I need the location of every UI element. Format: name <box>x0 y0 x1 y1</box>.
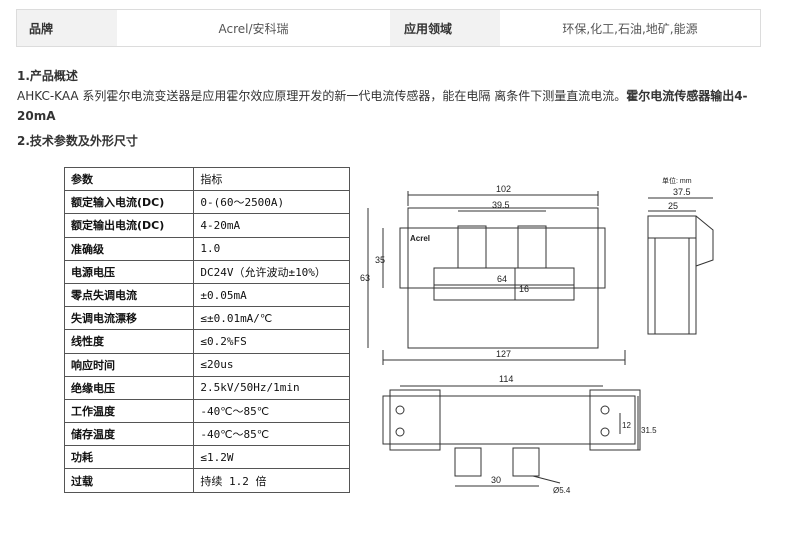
spec-value: ±0.05mA <box>193 282 350 308</box>
brand-value: Acrel/安科瑞 <box>117 10 390 46</box>
spec-param: 响应时间 <box>63 352 195 377</box>
product-meta-table: 品牌 Acrel/安科瑞 应用领域 环保,化工,石油,地矿,能源 <box>16 9 761 47</box>
spec-param: 准确级 <box>63 236 195 261</box>
spec-param: 工作温度 <box>63 398 195 424</box>
spec-value: 0-(60～2500A) <box>193 190 350 215</box>
dim-127: 127 <box>496 349 511 359</box>
spec-value: -40℃～85℃ <box>193 398 350 424</box>
spec-param: 电源电压 <box>63 259 195 284</box>
front-view <box>367 191 626 365</box>
spec-param: 额定输出电流(DC) <box>63 213 195 238</box>
dim-16: 16 <box>519 284 529 294</box>
dim-63: 63 <box>360 273 370 283</box>
spec-value: DC24V（允许波动±10%） <box>193 259 350 284</box>
spec-row: 零点失调电流±0.05mA <box>63 282 350 308</box>
dim-diameter-5-4: Ø5.4 <box>553 486 571 495</box>
brand-label: 品牌 <box>17 10 117 46</box>
overview-paragraph: AHKC-KAA 系列霍尔电流变送器是应用霍尔效应原理开发的新一代电流传感器，能… <box>17 86 767 126</box>
spec-param: 功耗 <box>63 445 195 470</box>
dim-30: 30 <box>491 475 501 485</box>
spec-row: 失调电流漂移≤±0.01mA/℃ <box>63 306 350 331</box>
dim-12: 12 <box>622 421 631 430</box>
spec-value: ≤20us <box>193 352 350 377</box>
spec-row: 额定输入电流(DC)0-(60～2500A) <box>63 190 350 215</box>
spec-value: -40℃～85℃ <box>193 422 350 447</box>
dim-31-5: 31.5 <box>641 426 657 435</box>
overview-text: AHKC-KAA 系列霍尔电流变送器是应用霍尔效应原理开发的新一代电流传感器，能… <box>17 89 627 103</box>
application-field-value: 环保,化工,石油,地矿,能源 <box>500 10 760 46</box>
spec-table: 参数指标额定输入电流(DC)0-(60～2500A)额定输出电流(DC)4-20… <box>63 166 350 493</box>
drawing-brand-mark: Acrel <box>410 234 430 243</box>
application-field-label: 应用领域 <box>390 10 500 46</box>
spec-value: 1.0 <box>193 236 350 261</box>
spec-row: 线性度≤0.2%FS <box>63 329 350 354</box>
spec-param: 绝缘电压 <box>63 375 195 400</box>
dim-35: 35 <box>375 255 385 265</box>
aperture-outline <box>433 267 575 301</box>
terminal-left <box>457 225 487 269</box>
overview-text-bold: 霍尔电流传感器输出4-20mA <box>17 89 748 123</box>
overview-title: 1.产品概述 <box>17 69 78 83</box>
spec-row: 响应时间≤20us <box>63 352 350 377</box>
unit-label: 单位: mm <box>662 176 692 185</box>
spec-value: 4-20mA <box>193 213 350 238</box>
spec-param: 参数 <box>63 166 195 192</box>
spec-value: 指标 <box>193 166 350 192</box>
spec-row: 额定输出电流(DC)4-20mA <box>63 213 350 238</box>
spec-param: 零点失调电流 <box>63 282 195 308</box>
spec-value: 持续 1.2 倍 <box>193 468 350 493</box>
dim-114: 114 <box>499 374 513 384</box>
top-right-flange <box>589 389 641 451</box>
dim-102: 102 <box>496 184 511 194</box>
spec-row: 参数指标 <box>63 166 350 192</box>
dimension-drawing: Acrel 102 39.5 35 63 64 16 127 单位: mm 37… <box>360 176 714 495</box>
dim-64: 64 <box>497 274 507 284</box>
dim-39-5: 39.5 <box>492 200 510 210</box>
dim-37-5: 37.5 <box>673 187 691 197</box>
spec-row: 功耗≤1.2W <box>63 445 350 470</box>
spec-row: 工作温度-40℃～85℃ <box>63 398 350 424</box>
side-view <box>647 197 714 335</box>
spec-value: 2.5kV/50Hz/1min <box>193 375 350 400</box>
spec-value: ≤0.2%FS <box>193 329 350 354</box>
spec-value: ≤1.2W <box>193 445 350 470</box>
spec-param: 过载 <box>63 468 195 493</box>
spec-param: 额定输入电流(DC) <box>63 190 195 215</box>
spec-row: 过载持续 1.2 倍 <box>63 468 350 493</box>
spec-param: 线性度 <box>63 329 195 354</box>
spec-param: 失调电流漂移 <box>63 306 195 331</box>
top-left-flange <box>389 389 441 451</box>
front-body-outline <box>399 227 606 289</box>
spec-value: ≤±0.01mA/℃ <box>193 306 350 331</box>
side-body-outline <box>647 215 697 335</box>
top-body-outline <box>382 395 636 445</box>
top-terminal-right <box>512 447 540 477</box>
terminal-right <box>517 225 547 269</box>
spec-row: 储存温度-40℃～85℃ <box>63 422 350 447</box>
spec-param: 储存温度 <box>63 422 195 447</box>
top-view <box>382 385 641 487</box>
dim-25: 25 <box>668 201 678 211</box>
specs-title: 2.技术参数及外形尺寸 <box>17 134 138 148</box>
top-terminal-left <box>454 447 482 477</box>
